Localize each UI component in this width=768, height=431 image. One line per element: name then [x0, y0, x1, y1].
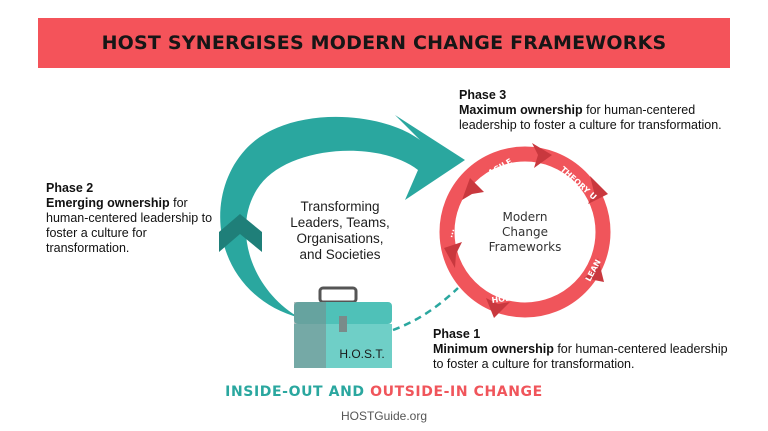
banner-title: HOST SYNERGISES MODERN CHANGE FRAMEWORKS — [101, 32, 667, 54]
site-url: HOSTGuide.org — [340, 409, 428, 423]
bottom-title-part2: OUTSIDE-IN CHANGE — [370, 384, 543, 400]
title-banner: HOST SYNERGISES MODERN CHANGE FRAMEWORKS — [38, 18, 730, 68]
cycle-center-line: Frameworks — [488, 240, 562, 254]
phase-1-desc: for human-centered leadership to foster … — [433, 342, 728, 371]
cycle-center-label: Modern Change Frameworks — [470, 210, 580, 255]
cycle-ring — [439, 146, 611, 318]
phase-1-bold: Minimum ownership — [433, 342, 554, 356]
cycle-chevron-left-top — [462, 178, 484, 200]
segment-label-more: ... — [445, 227, 456, 238]
phase-3-desc: for human-centered leadership to foster … — [459, 103, 722, 132]
toolbox-label: H.O.S.T. — [339, 347, 384, 361]
phase-3-text: Phase 3 Maximum ownership for human-cent… — [459, 88, 749, 133]
center-line: and Societies — [299, 247, 381, 262]
center-text: Transforming Leaders, Teams, Organisatio… — [270, 199, 410, 263]
dashed-connector — [392, 287, 459, 332]
cycle-chevron-right-top — [588, 176, 608, 204]
phase-1-text: Phase 1 Minimum ownership for human-cent… — [433, 327, 733, 372]
bottom-title: INSIDE-OUT AND OUTSIDE-IN CHANGE — [0, 384, 768, 400]
cycle-center-line: Change — [502, 225, 548, 239]
center-line: Organisations, — [296, 231, 384, 246]
phase-2-desc: for human-centered leadership to foster … — [46, 196, 213, 255]
cycle-center-line: Modern — [502, 210, 548, 224]
phase-1-title: Phase 1 — [433, 327, 481, 341]
teal-curved-arrow — [220, 115, 465, 318]
toolbox-latch — [339, 316, 347, 332]
phase-3-title: Phase 3 — [459, 88, 507, 102]
phase-2-bold: Emerging ownership — [46, 196, 170, 210]
center-line: Transforming — [300, 199, 380, 214]
toolbox-handle — [318, 286, 358, 304]
center-line: Leaders, Teams, — [290, 215, 390, 230]
phase-2-title: Phase 2 — [46, 181, 94, 195]
phase-3-bold: Maximum ownership — [459, 103, 583, 117]
cycle-chevron-right-bottom — [584, 258, 604, 282]
cycle-chevron-top — [532, 143, 552, 168]
teal-chevron-mark — [219, 214, 262, 252]
cycle-chevron-bottom — [486, 298, 510, 318]
phase-2-text: Phase 2 Emerging ownership for human-cen… — [46, 181, 226, 256]
cycle-chevron-left — [444, 242, 462, 268]
bottom-title-part1: INSIDE-OUT AND — [225, 384, 371, 400]
toolbox-side-shade — [294, 302, 326, 368]
